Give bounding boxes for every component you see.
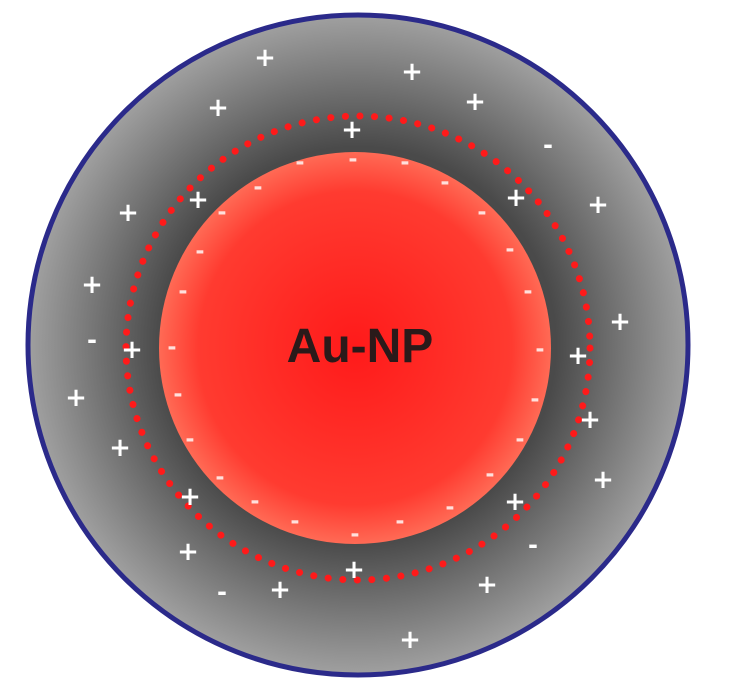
core-negative-charge: - <box>290 510 299 535</box>
dotted-boundary-ring <box>122 112 594 584</box>
core-negative-charge: - <box>400 151 409 176</box>
core-negative-charge: - <box>185 428 194 453</box>
shell-negative-charge: - <box>543 131 553 159</box>
core-negative-charge: - <box>250 490 259 515</box>
shell-positive-charge: + <box>399 625 421 655</box>
shell-positive-charge: + <box>504 487 526 517</box>
shell-positive-charge: + <box>269 575 291 605</box>
core-negative-charge: - <box>523 280 532 305</box>
shell-positive-charge: + <box>609 307 631 337</box>
shell-positive-charge: + <box>567 341 589 371</box>
shell-positive-charge: + <box>464 87 486 117</box>
core-negative-charge: - <box>295 151 304 176</box>
shell-positive-charge: + <box>592 465 614 495</box>
core-negative-charge: - <box>477 201 486 226</box>
core-negative-charge: - <box>173 383 182 408</box>
shell-positive-charge: + <box>109 433 131 463</box>
shell-negative-charge: - <box>528 531 538 559</box>
shell-positive-charge: + <box>207 93 229 123</box>
charges-layer: ------------------------++++++++++++++++… <box>65 43 631 655</box>
shell-positive-charge: + <box>65 383 87 413</box>
shell-positive-charge: + <box>177 537 199 567</box>
core-negative-charge: - <box>440 171 449 196</box>
shell-positive-charge: + <box>476 570 498 600</box>
shell-positive-charge: + <box>343 555 365 585</box>
core-negative-charge: - <box>167 336 176 361</box>
shell-positive-charge: + <box>81 270 103 300</box>
shell-positive-charge: + <box>587 190 609 220</box>
shell-positive-charge: + <box>401 57 423 87</box>
shell-negative-charge: - <box>217 578 227 606</box>
shell-positive-charge: + <box>341 115 363 145</box>
core-negative-charge: - <box>215 466 224 491</box>
core-negative-charge: - <box>195 240 204 265</box>
shell-positive-charge: + <box>121 335 143 365</box>
core-negative-charge: - <box>515 428 524 453</box>
shell-positive-charge: + <box>579 405 601 435</box>
core-negative-charge: - <box>535 338 544 363</box>
core-negative-charge: - <box>350 523 359 548</box>
core-negative-charge: - <box>485 463 494 488</box>
core-negative-charge: - <box>445 496 454 521</box>
core-negative-charge: - <box>395 510 404 535</box>
core-negative-charge: - <box>530 388 539 413</box>
shell-positive-charge: + <box>505 183 527 213</box>
shell-positive-charge: + <box>179 482 201 512</box>
core-negative-charge: - <box>505 238 514 263</box>
shell-positive-charge: + <box>117 198 139 228</box>
core-negative-charge: - <box>217 201 226 226</box>
core-negative-charge: - <box>253 176 262 201</box>
shell-positive-charge: + <box>254 43 276 73</box>
core-label: Au-NP <box>287 320 434 373</box>
core-negative-charge: - <box>178 280 187 305</box>
gold-nanoparticle-core <box>159 152 551 544</box>
core-negative-charge: - <box>348 148 357 173</box>
shell-positive-charge: + <box>187 185 209 215</box>
shell-negative-charge: - <box>87 326 97 354</box>
